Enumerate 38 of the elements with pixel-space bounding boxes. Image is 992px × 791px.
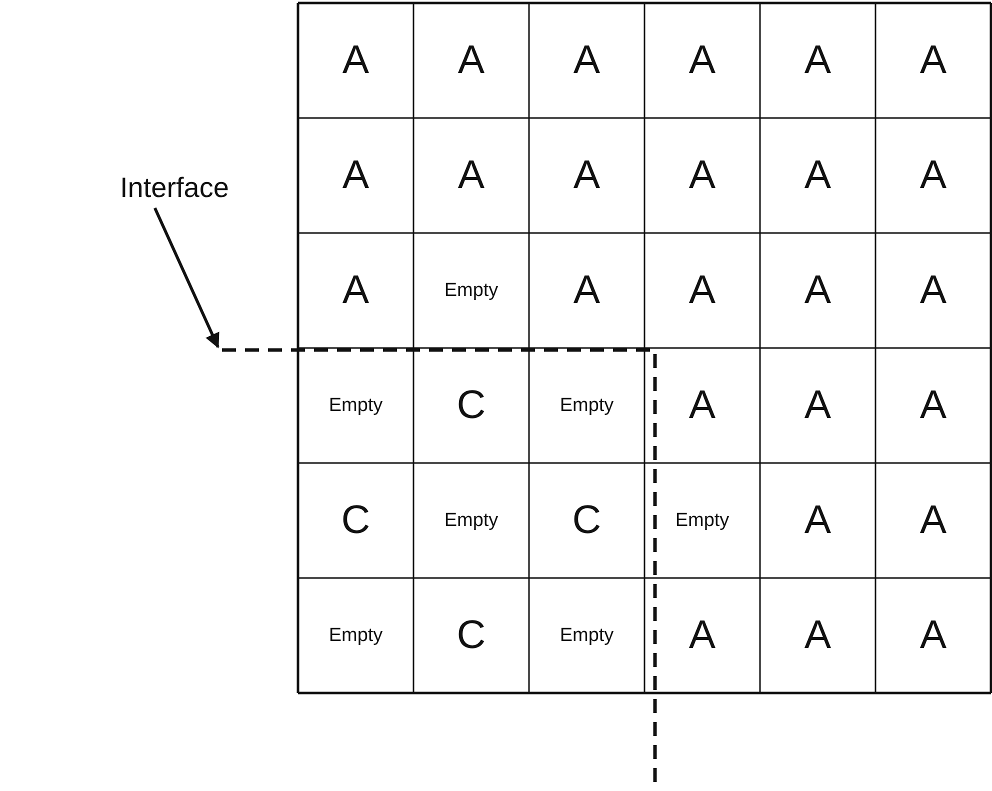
cell-text: A (458, 38, 485, 83)
cell-text: Empty (444, 510, 498, 532)
cell-text: A (920, 268, 947, 313)
cell-text: A (688, 38, 716, 83)
cell-text: A (573, 268, 600, 313)
cell-text: A (804, 613, 832, 658)
cell-text: A (804, 268, 832, 313)
cell-text: Empty (675, 510, 730, 532)
cell-text: A (342, 38, 370, 83)
cell-text: A (573, 38, 600, 83)
cell-text: C (341, 498, 370, 543)
cell-text: A (688, 613, 716, 658)
cell-text: A (458, 153, 485, 198)
cell-text: A (804, 498, 832, 543)
leader-arrow (154, 207, 220, 348)
cell-text: C (456, 383, 486, 428)
cell-text: A (920, 153, 947, 198)
cell-text: A (920, 38, 947, 83)
cell-text: A (804, 38, 832, 83)
cell-text: Empty (328, 394, 383, 416)
cell-text: A (804, 153, 832, 198)
cell-text: A (342, 153, 370, 198)
callout-label: Interface (120, 172, 229, 204)
cell-text: A (688, 153, 716, 198)
cell-text: Empty (560, 394, 614, 416)
cell-text: Empty (328, 624, 383, 646)
cell-text: A (920, 383, 947, 428)
cell-text: A (804, 383, 832, 428)
cell-text: A (688, 268, 716, 313)
cell-text: A (920, 613, 947, 658)
cell-text: A (342, 268, 370, 313)
cell-text: Empty (444, 280, 498, 302)
cell-text: C (456, 613, 486, 658)
cell-text: A (920, 498, 947, 543)
cell-text: A (573, 153, 600, 198)
cell-text: A (688, 383, 716, 428)
cell-text: Empty (560, 624, 614, 646)
cell-text: C (572, 498, 602, 543)
